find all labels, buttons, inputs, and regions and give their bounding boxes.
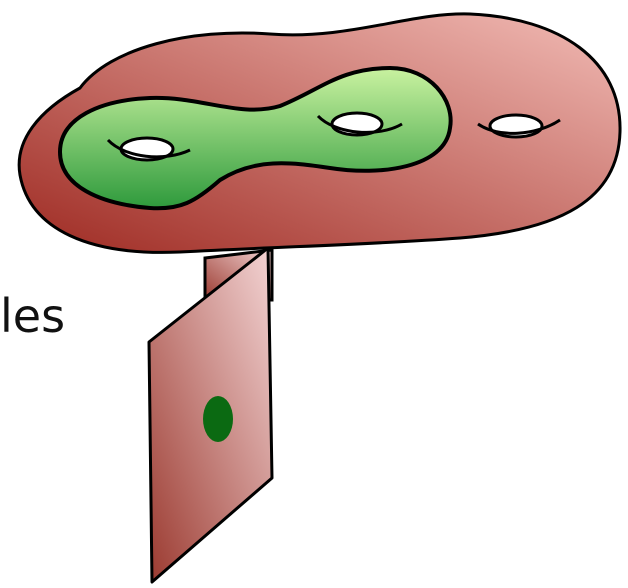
marked-point-dot [203, 396, 233, 442]
partial-label-text: les [0, 288, 65, 344]
